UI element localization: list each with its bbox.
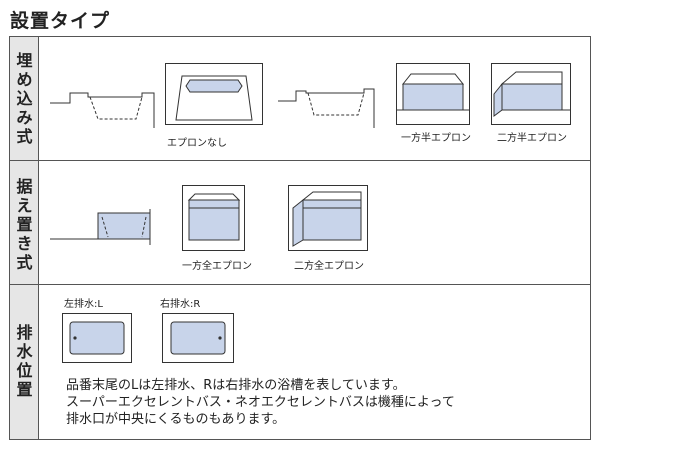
caption-one-side-half-apron: 一方半エプロン: [401, 133, 471, 144]
freestanding-one-side-full-apron-figure: [182, 185, 245, 251]
row-freestanding: 据 え 置 き 式 一方全エプロン: [10, 161, 590, 285]
drain-hole-icon: [218, 336, 222, 340]
header-char: え: [16, 196, 33, 215]
caption-one-side-full-apron: 一方全エプロン: [182, 261, 252, 272]
header-char: 込: [16, 89, 33, 108]
header-char: 埋: [16, 51, 33, 70]
freestanding-line-drawing: [50, 209, 151, 245]
header-char: 式: [16, 127, 33, 146]
header-char: み: [16, 108, 33, 127]
note-line: 品番末尾のLは左排水、Rは右排水の浴槽を表しています。: [66, 378, 406, 393]
row-header-freestanding: 据 え 置 き 式: [10, 161, 39, 284]
built-in-two-side-half-apron-figure: [491, 63, 571, 125]
header-char: め: [16, 70, 33, 89]
page-title: 設置タイプ: [10, 10, 111, 32]
note-line: 排水口が中央にくるものもあります。: [66, 412, 286, 427]
header-char: き: [16, 234, 33, 253]
header-char: 式: [16, 253, 33, 272]
label-right-drain: 右排水:R: [160, 299, 201, 310]
header-char: 排: [16, 323, 33, 342]
caption-no-apron: エプロンなし: [167, 138, 227, 149]
right-drain-figure: [162, 313, 234, 363]
header-char: 位: [16, 361, 33, 380]
built-in-line-drawing-2: [278, 88, 375, 128]
install-type-table: 埋 め 込 み 式 エプロンなし: [9, 36, 591, 440]
built-in-line-drawing-1: [50, 92, 155, 128]
header-char: 水: [16, 342, 33, 361]
note-line: スーパーエクセレントバス・ネオエクセレントバスは機種によって: [66, 395, 455, 410]
left-drain-figure: [62, 313, 132, 363]
row-header-built-in: 埋 め 込 み 式: [10, 37, 39, 160]
row-built-in: 埋 め 込 み 式 エプロンなし: [10, 37, 590, 161]
caption-two-side-half-apron: 二方半エプロン: [497, 133, 567, 144]
row-header-drain-position: 排 水 位 置: [10, 285, 39, 439]
label-left-drain: 左排水:L: [64, 299, 103, 310]
built-in-no-apron-figure: [165, 63, 263, 125]
freestanding-two-side-full-apron-figure: [288, 185, 368, 251]
header-char: 置: [16, 215, 33, 234]
drain-hole-icon: [73, 336, 77, 340]
header-char: 置: [16, 380, 33, 399]
caption-two-side-full-apron: 二方全エプロン: [294, 261, 364, 272]
header-char: 据: [16, 177, 33, 196]
row-drain-position: 排 水 位 置 左排水:L 右排水:R 品番末尾のLは左排水、Rは右排水の浴槽を…: [10, 285, 590, 439]
built-in-one-side-half-apron-figure: [396, 63, 470, 125]
